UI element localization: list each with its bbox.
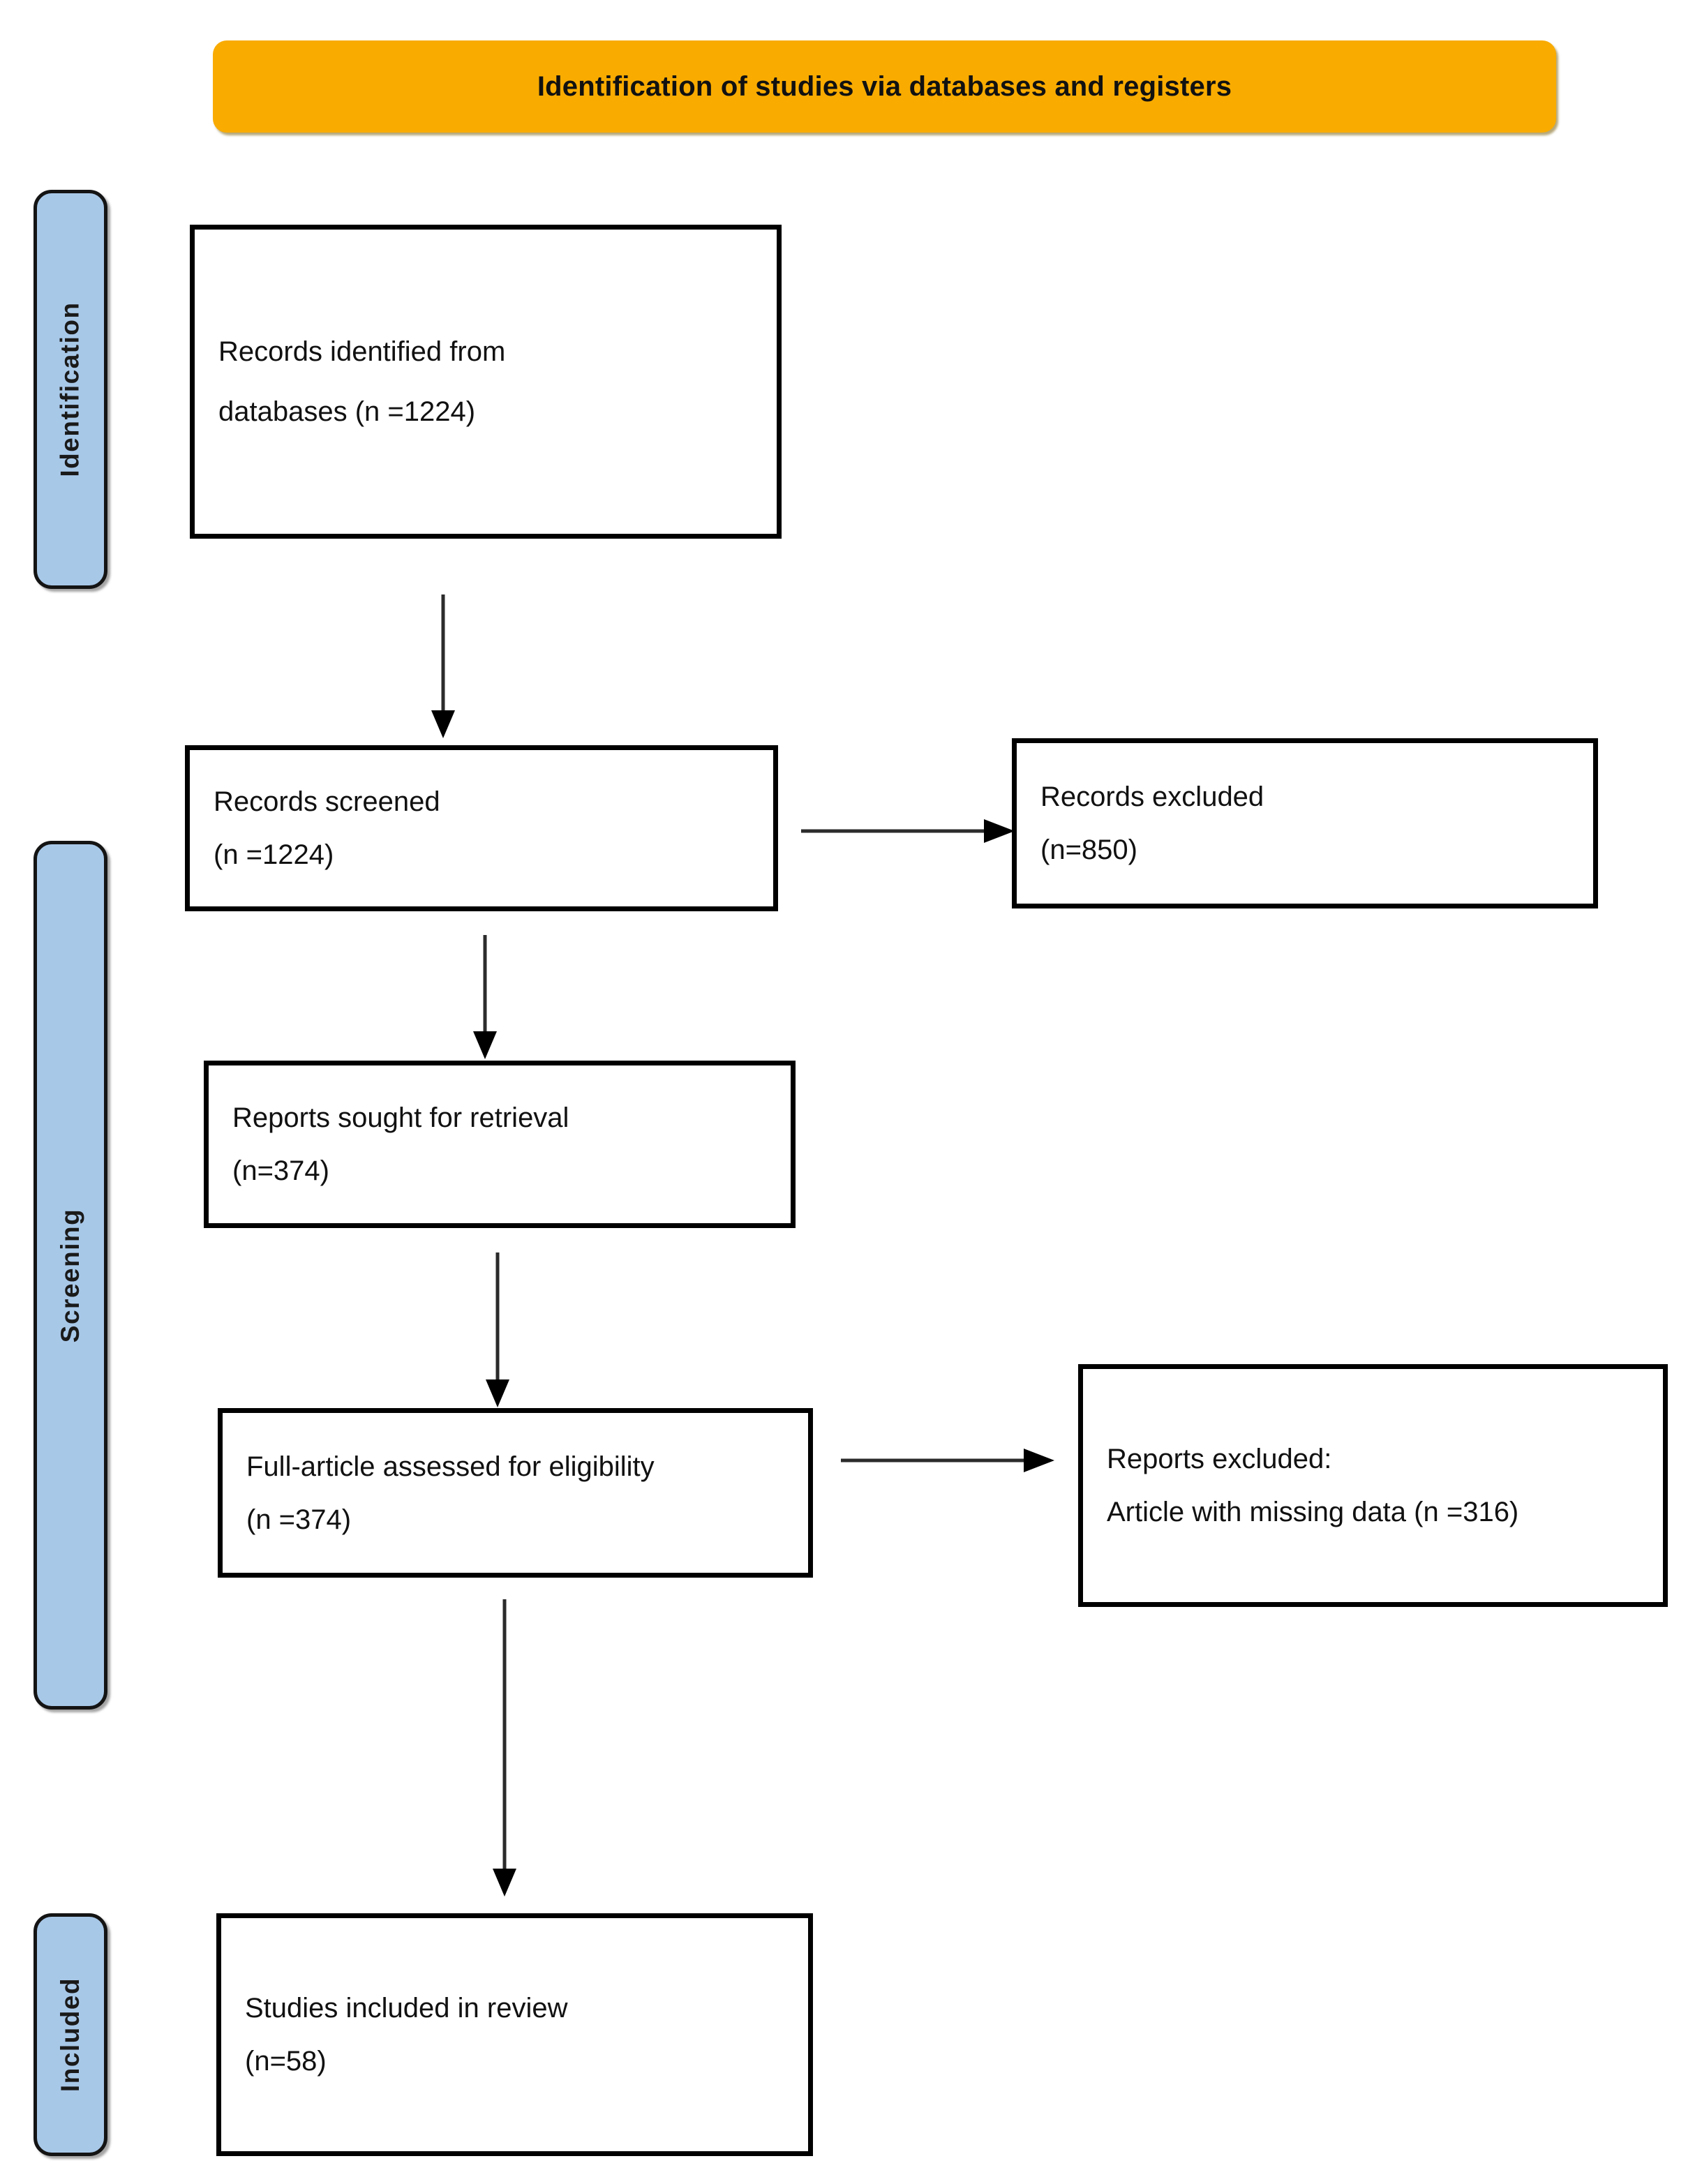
box-full-article-assessed: Full-article assessed for eligibility (n… — [218, 1408, 813, 1578]
arrow-right-full-article-to-reports-excluded — [841, 1444, 1057, 1476]
arrow-right-screened-to-excluded — [801, 815, 1017, 847]
box-records-excluded-line1: Records excluded — [1040, 781, 1264, 812]
arrow-down-full-article-to-studies-included — [488, 1599, 521, 1898]
box-records-excluded: Records excluded (n=850) — [1012, 738, 1598, 908]
box-reports-sought-line2: (n=374) — [232, 1155, 329, 1186]
arrow-down-identified-to-screened — [427, 594, 459, 740]
arrow-down-sought-to-full-article — [482, 1252, 514, 1409]
box-studies-included-line2: (n=58) — [245, 2046, 327, 2077]
box-reports-sought-for-retrieval: Reports sought for retrieval (n=374) — [204, 1061, 796, 1228]
stage-label-included: Included — [33, 1913, 107, 2156]
box-studies-included-in-review: Studies included in review (n=58) — [216, 1913, 813, 2156]
stage-label-included-text: Included — [56, 1977, 84, 2093]
stage-label-screening-text: Screening — [56, 1208, 84, 1342]
box-full-article-line1: Full-article assessed for eligibility — [246, 1451, 655, 1482]
box-full-article-line2: (n =374) — [246, 1504, 352, 1535]
box-reports-sought-line1: Reports sought for retrieval — [232, 1102, 569, 1133]
stage-label-screening: Screening — [33, 841, 107, 1710]
header-banner-title: Identification of studies via databases … — [537, 70, 1232, 102]
box-reports-excluded-line2: Article with missing data (n =316) — [1107, 1497, 1519, 1527]
stage-label-identification-text: Identification — [56, 301, 85, 477]
box-reports-excluded: Reports excluded: Article with missing d… — [1078, 1364, 1668, 1607]
box-studies-included-line1: Studies included in review — [245, 1993, 568, 2024]
box-reports-excluded-line1: Reports excluded: — [1107, 1444, 1332, 1474]
header-banner: Identification of studies via databases … — [213, 40, 1556, 133]
box-records-screened-line1: Records screened — [214, 786, 440, 817]
box-records-excluded-line2: (n=850) — [1040, 835, 1137, 865]
box-records-screened: Records screened (n =1224) — [185, 745, 778, 911]
box-records-screened-line2: (n =1224) — [214, 839, 334, 870]
arrow-down-screened-to-sought — [469, 935, 501, 1061]
box-records-identified-line1: Records identified from — [218, 336, 506, 367]
box-records-identified: Records identified from databases (n =12… — [190, 225, 782, 539]
box-records-identified-line2: databases (n =1224) — [218, 396, 476, 427]
stage-label-identification: Identification — [33, 190, 107, 589]
